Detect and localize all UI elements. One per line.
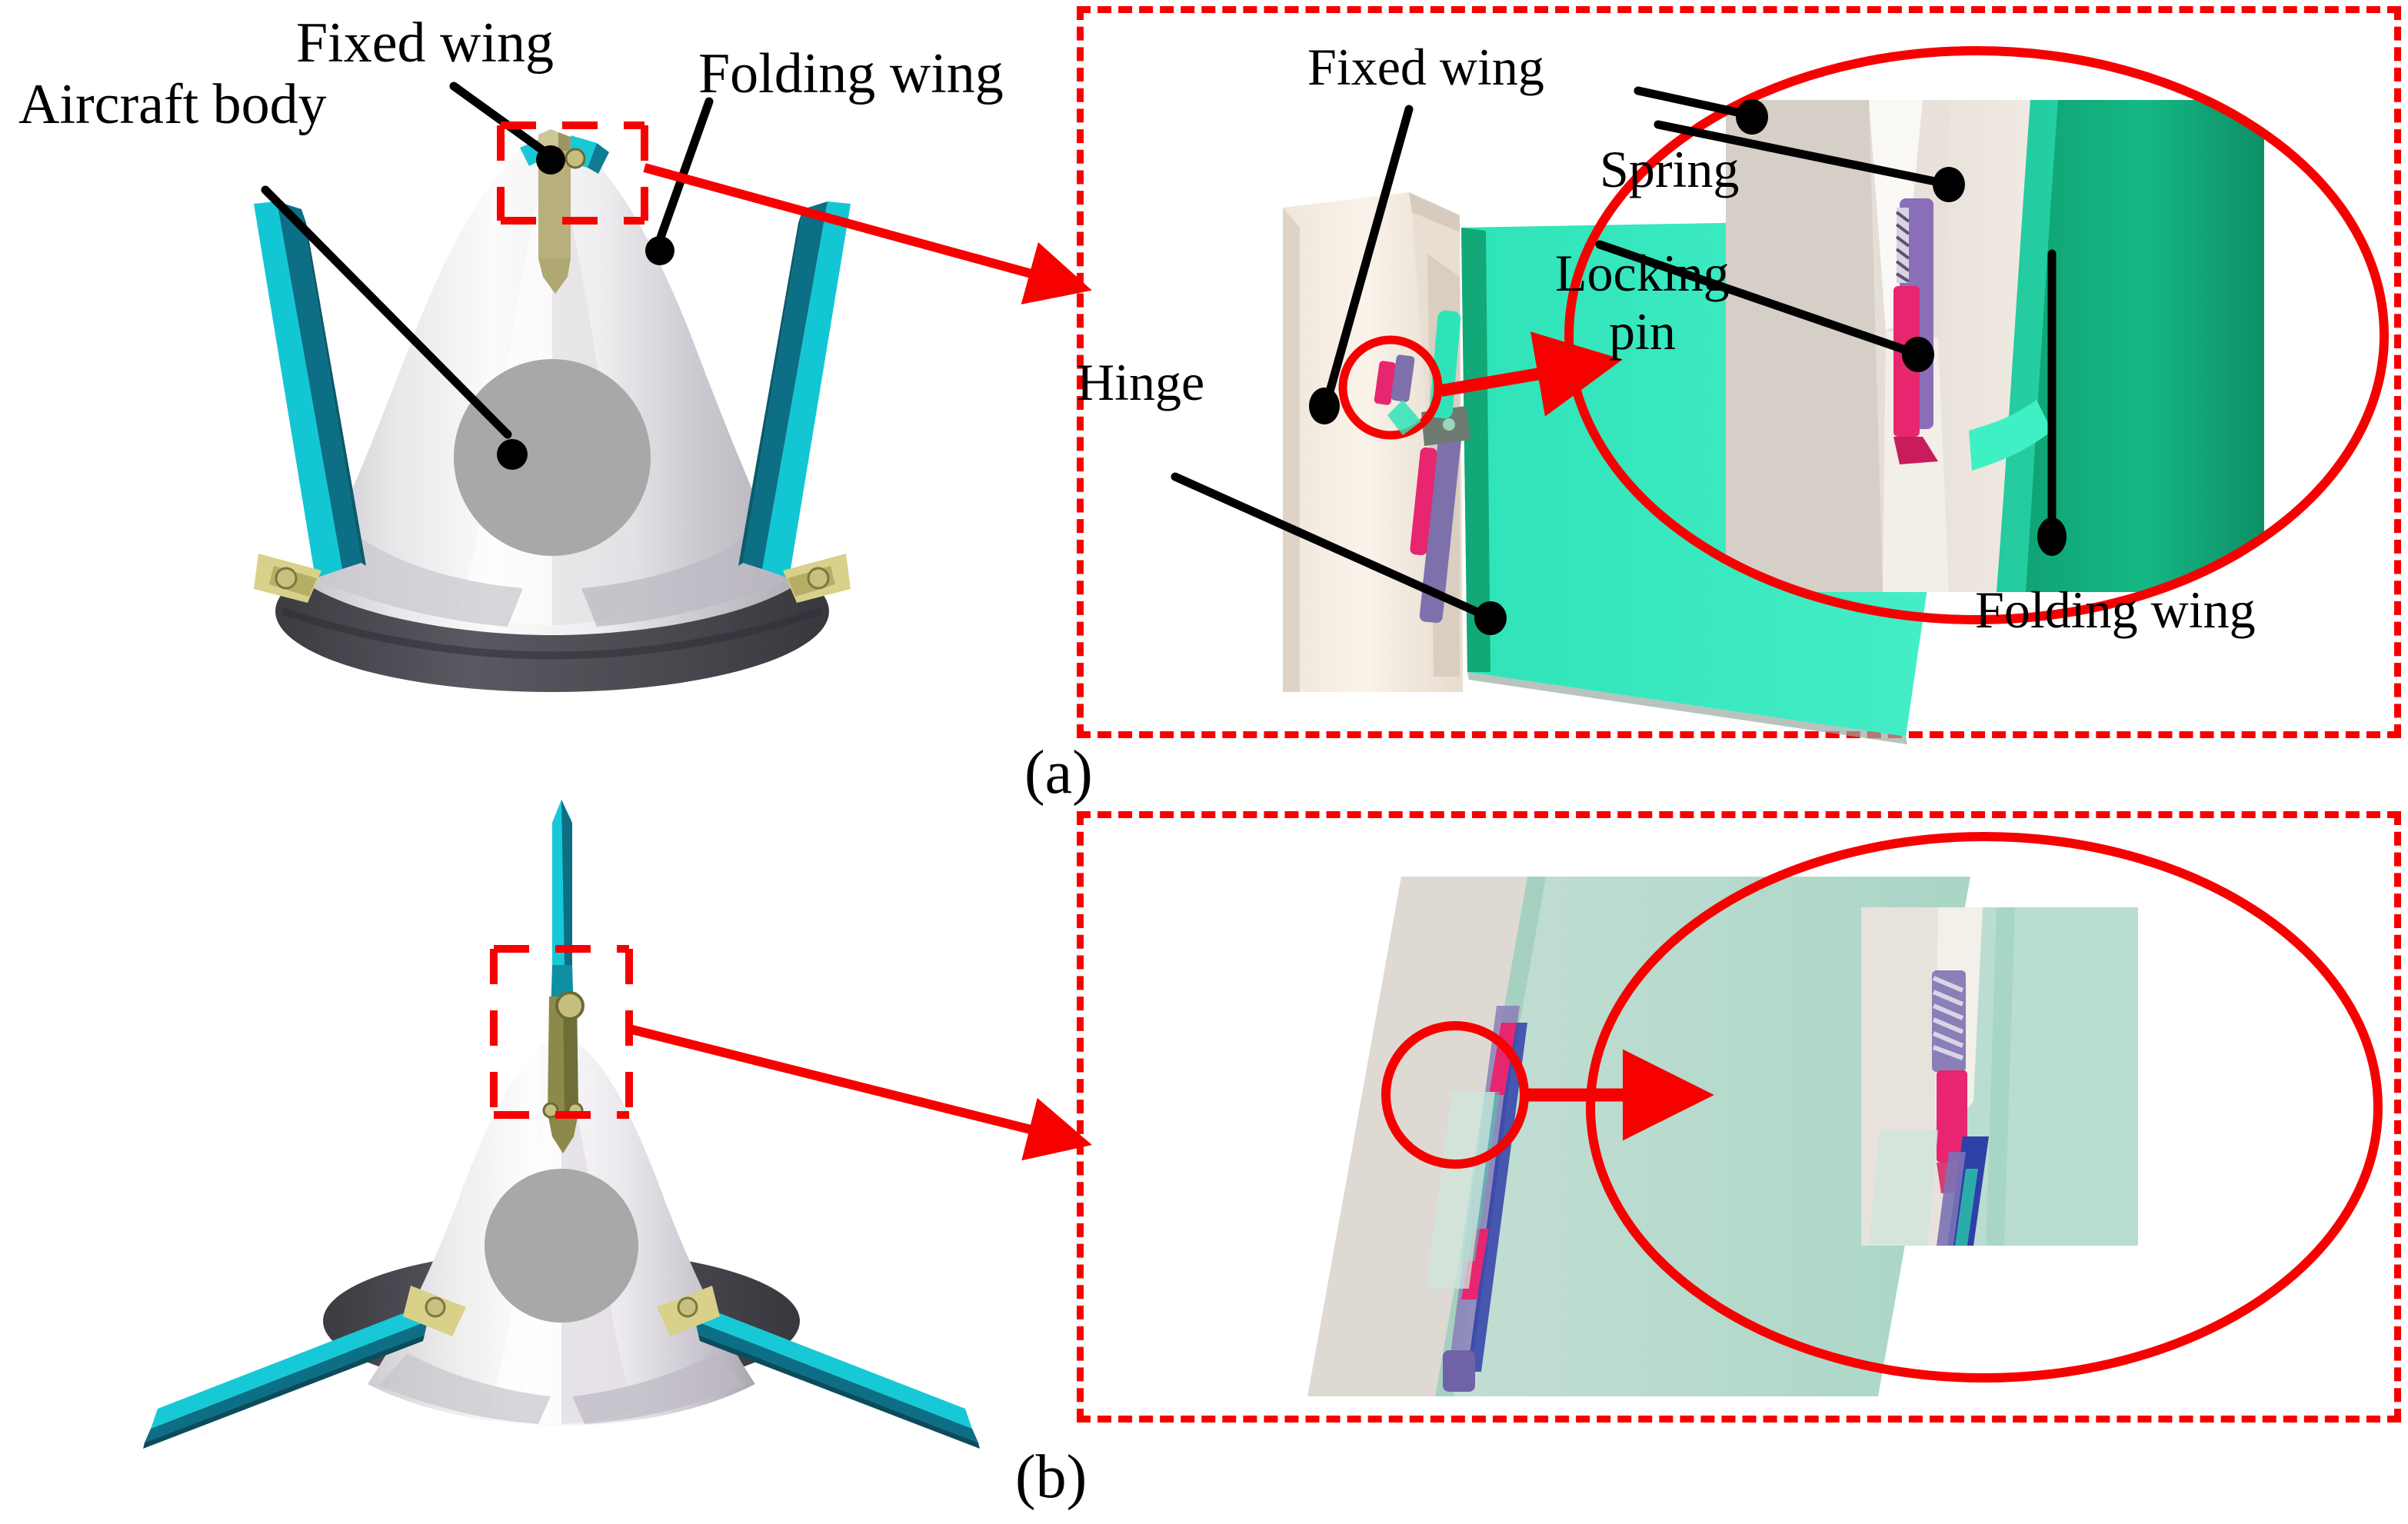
detail-a-pin-callout-circle — [1338, 335, 1443, 440]
dot-aircraft-body — [497, 439, 528, 470]
dot-folding-wing — [645, 236, 674, 265]
deployed-wing-left-b — [143, 1303, 431, 1449]
label-aircraft-body: Aircraft body — [18, 73, 327, 136]
label-detail-folding-wing: Folding wing — [1975, 581, 2256, 639]
detail-b-pin-assembly — [1426, 1006, 1527, 1392]
dot-detail-locking-pin — [1902, 337, 1934, 372]
leader-detail-hinge — [1171, 472, 1489, 620]
detail-b-pin-callout-circle — [1381, 1021, 1529, 1169]
folded-wing-left-a — [254, 201, 366, 578]
panel-b-zoom-marquee — [490, 945, 633, 1119]
detail-a-fixed-wing — [1283, 192, 1463, 692]
deployed-wing-top-b — [542, 800, 585, 1153]
caption-panel-a: (a) — [1024, 739, 1093, 807]
leader-detail-fixed-wing-inset — [1634, 86, 1749, 118]
deployed-wing-right-b — [692, 1303, 980, 1449]
detail-b-magnifier-ellipse — [1586, 832, 2383, 1383]
panel-a-zoom-connector — [643, 163, 1092, 304]
dot-detail-fixed-wing-inset — [1736, 99, 1768, 135]
panel-a-zoom-marquee — [497, 121, 648, 225]
detail-b-magnified-inset — [1861, 907, 2138, 1246]
leader-detail-fixed-wing — [1323, 105, 1414, 404]
caption-panel-b: (b) — [1015, 1443, 1087, 1511]
dot-fixed-wing — [536, 145, 565, 175]
dot-detail-hinge — [1474, 601, 1507, 635]
detail-a-magnifier-ellipse — [1564, 46, 2389, 624]
leader-detail-spring — [1654, 120, 1947, 188]
panel-a-detail-border — [1077, 6, 2401, 738]
detail-a-magnified-inset — [1726, 100, 2264, 592]
detail-b-fixed-wing — [1307, 877, 1527, 1396]
dot-detail-fixed-wing — [1309, 388, 1340, 424]
panel-b-zoom-connector — [628, 1024, 1092, 1161]
label-detail-fixed-wing: Fixed wing — [1307, 38, 1544, 96]
leader-fixed-wing — [449, 82, 552, 158]
panel-a-detail-leaders — [1171, 86, 2057, 620]
label-hinge: Hinge — [1077, 353, 1205, 411]
panel-b-aircraft — [143, 800, 980, 1449]
aircraft-center-circle-b — [485, 1169, 638, 1323]
label-locking-pin-line2: pin — [1609, 302, 1676, 361]
panel-a-detail-dots — [1309, 99, 2067, 635]
dot-detail-folding-wing — [2037, 517, 2067, 556]
leader-detail-locking-pin — [1595, 240, 1917, 357]
aircraft-center-circle-a — [454, 359, 651, 556]
label-spring: Spring — [1600, 140, 1740, 198]
folded-wing-right-a — [738, 201, 851, 578]
panel-a-leader-dots — [497, 145, 674, 470]
dot-detail-spring — [1933, 167, 1965, 202]
panel-a-aircraft — [254, 129, 851, 692]
label-folding-wing: Folding wing — [698, 42, 1004, 105]
leader-aircraft-body — [261, 185, 512, 439]
panel-a-detail-art — [1283, 46, 2389, 744]
panel-b-detail-art — [1307, 832, 2383, 1396]
label-fixed-wing: Fixed wing — [296, 12, 555, 75]
label-locking-pin-line1: Locking — [1555, 244, 1730, 302]
